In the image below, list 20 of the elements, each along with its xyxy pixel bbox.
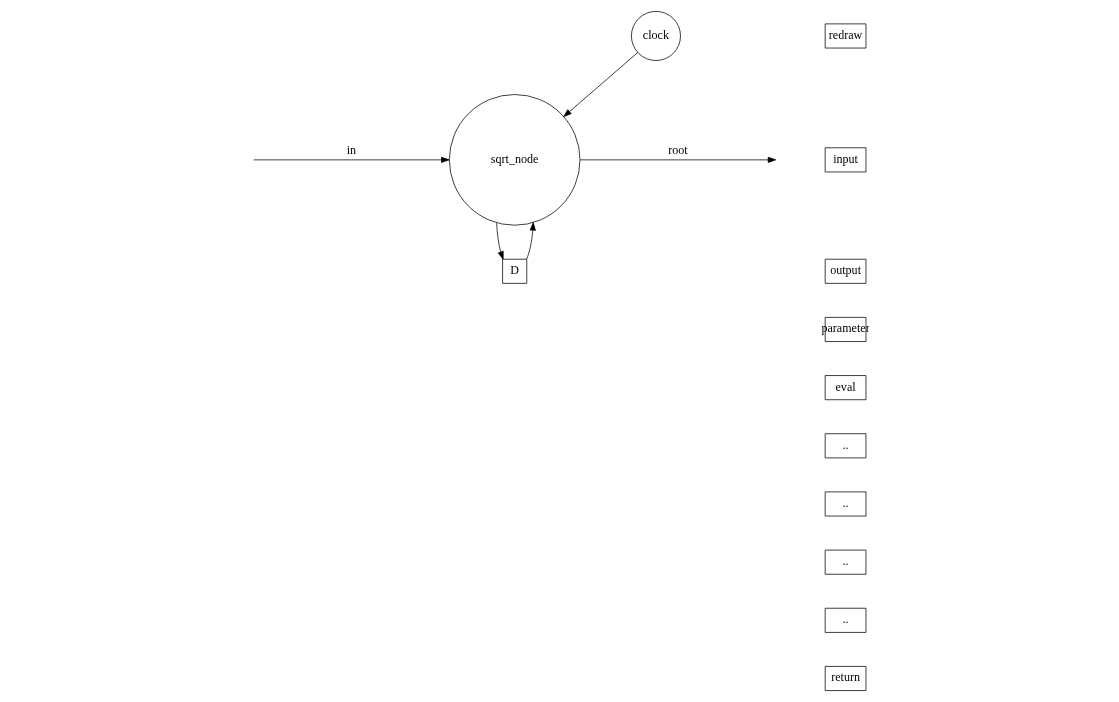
- node-box: output: [824, 258, 867, 284]
- edge-label: in: [346, 142, 357, 157]
- node-box: ..: [824, 549, 867, 575]
- node-box: ..: [824, 433, 867, 459]
- arrow: [579, 156, 777, 163]
- arrow: [563, 52, 639, 117]
- node-box: input: [824, 147, 867, 173]
- node-box: parameter: [824, 317, 867, 342]
- node-box: D: [502, 258, 528, 284]
- node-circle: clock: [631, 11, 681, 61]
- edge-label: root: [668, 142, 688, 157]
- node-box: return: [824, 666, 867, 691]
- arrow: [526, 222, 536, 260]
- node-box: eval: [824, 375, 867, 401]
- arrow: [253, 156, 450, 163]
- node-box: ..: [824, 607, 867, 633]
- node-circle: sqrt_node: [448, 94, 581, 226]
- node-box: ..: [824, 491, 867, 517]
- node-box: redraw: [824, 23, 867, 49]
- arrow: [496, 222, 504, 260]
